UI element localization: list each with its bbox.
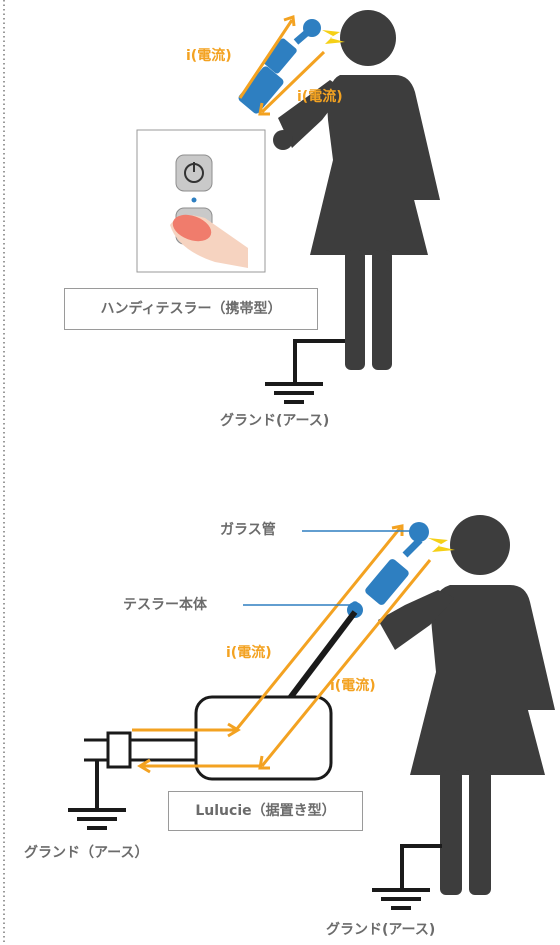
spark-icon-bottom [428, 538, 455, 552]
ground-symbol-bottom-left [68, 760, 126, 830]
ground-label-bottom-left: グランド（アース） [24, 845, 149, 861]
ground-label-bottom-right: グランド(アース) [326, 922, 436, 938]
leader-lines [243, 527, 417, 609]
power-switch-illustration [136, 129, 266, 273]
ground-symbol-bottom-right [372, 844, 442, 910]
ground-symbol-top [265, 339, 345, 404]
current-arrows-bottom [132, 524, 432, 774]
spark-icon-top [322, 30, 345, 44]
cable [287, 610, 358, 700]
current-label-top-right: i(電流) [297, 89, 343, 105]
handy-tesla-label: ハンディテスラー（携帯型） [64, 288, 318, 330]
current-label-bottom-right: i(電流) [330, 678, 376, 694]
current-arrows-top [238, 14, 326, 116]
tesla-body-device-bottom [347, 522, 429, 618]
current-label-top-left: i(電流) [186, 48, 232, 64]
tesla-body-label: テスラー本体 [123, 597, 207, 613]
person-figure-bottom [378, 515, 555, 895]
ground-label-top: グランド(アース) [220, 413, 330, 429]
lulucie-label: Lulucie（据置き型） [168, 791, 363, 831]
handy-tesla-device [238, 19, 321, 114]
person-figure-top [273, 10, 440, 370]
power-plug [84, 731, 196, 769]
current-label-bottom-left: i(電流) [226, 645, 272, 661]
glass-tube-label: ガラス管 [220, 522, 276, 538]
